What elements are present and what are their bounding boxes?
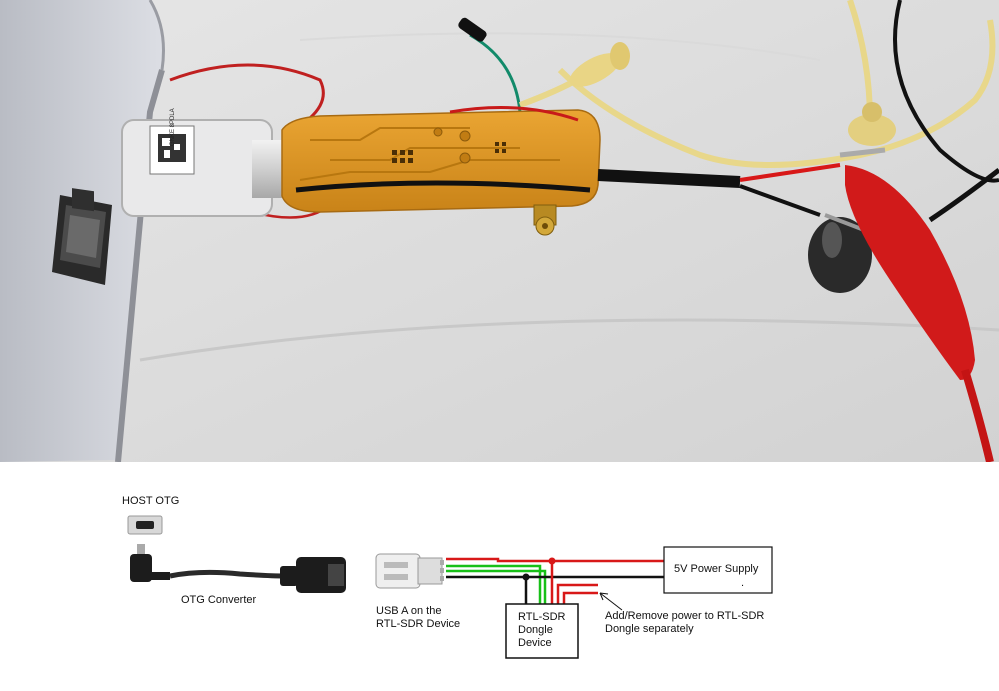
- red-power-wire: [739, 163, 841, 182]
- host-otg-label: HOST OTG: [122, 495, 180, 507]
- note-label-line1: Add/Remove power to RTL-SDR: [605, 610, 765, 622]
- rtl-sdr-pcb: [281, 106, 601, 236]
- dongle-label-line1: RTL-SDR: [518, 611, 566, 623]
- dongle-box: [505, 603, 579, 659]
- usb-wires: [446, 557, 664, 604]
- black-cable: [893, 0, 999, 183]
- black-ground-wire: [739, 184, 821, 217]
- usb-a-plug-icon: [375, 553, 444, 589]
- power-supply-dot: .: [741, 577, 745, 589]
- hardware-photo: GNKE 8PDLA: [0, 0, 999, 462]
- thin-red-wire: [169, 63, 325, 120]
- power-supply-label: 5V Power Supply: [674, 563, 759, 575]
- table-crease: [139, 318, 999, 362]
- otg-converter-cable-icon: [130, 544, 346, 593]
- power-supply-box: [663, 546, 773, 594]
- wiring-diagram: [127, 515, 773, 659]
- red-alligator-clip: [839, 147, 994, 462]
- note-arrow: [599, 592, 623, 611]
- otg-converter-label: OTG Converter: [181, 594, 257, 606]
- green-wire-connector: [458, 17, 487, 42]
- cable-bundle: [597, 169, 741, 188]
- plug-label-text: GNKE 8PDLA: [170, 108, 176, 146]
- ethernet-port: [52, 188, 112, 285]
- micro-usb-port-icon: [127, 515, 163, 535]
- dongle-label-line2: Dongle: [518, 624, 553, 636]
- black-alligator-clip: [808, 213, 886, 293]
- red-junction-dot: [548, 557, 556, 565]
- dongle-label-line3: Device: [518, 637, 552, 649]
- note-label-line2: Dongle separately: [605, 623, 694, 635]
- black-junction-dot: [522, 573, 530, 581]
- yellow-probe-cables: [518, 0, 996, 168]
- usb-a-label-line1: USB A on the: [376, 605, 442, 617]
- usb-a-label-line2: RTL-SDR Device: [376, 618, 461, 630]
- white-usb-plug: GNKE 8PDLA: [121, 108, 292, 217]
